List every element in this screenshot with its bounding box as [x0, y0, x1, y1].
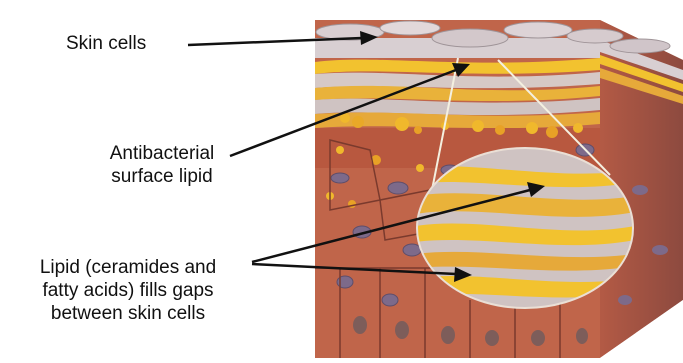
label-lipid-line-1: Lipid (ceramides and	[8, 256, 248, 279]
label-antibacterial-line-2: surface lipid	[72, 165, 252, 188]
label-skin-cells: Skin cells	[66, 32, 146, 55]
label-lipid-line-3: between skin cells	[8, 302, 248, 325]
label-skin-cells-text: Skin cells	[66, 33, 146, 54]
label-antibacterial-lipid: Antibacterial surface lipid	[72, 142, 252, 188]
label-lipid-fills-gaps: Lipid (ceramides and fatty acids) fills …	[8, 256, 248, 325]
label-lipid-line-2: fatty acids) fills gaps	[8, 279, 248, 302]
label-antibacterial-line-1: Antibacterial	[72, 142, 252, 165]
